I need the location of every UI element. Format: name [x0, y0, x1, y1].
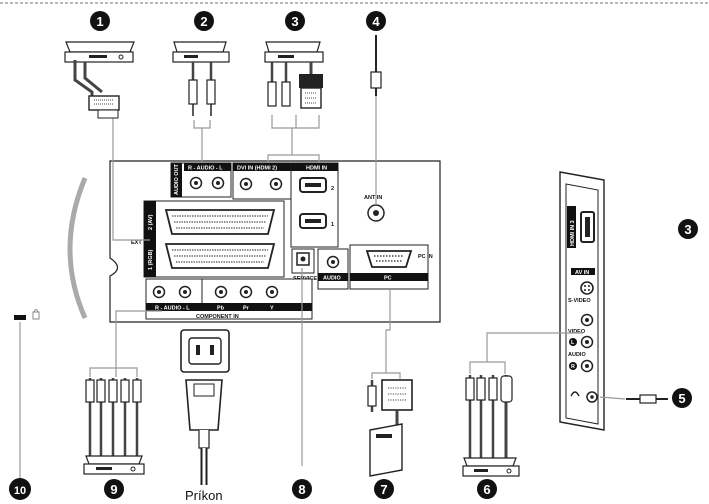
- callout-10-text: 10: [14, 485, 26, 497]
- callout-3-side: 3: [678, 219, 698, 239]
- side-audio-l-label: L: [571, 340, 575, 346]
- ext-scart-block: 2 (AV) 1 (RGB) EXT: [131, 200, 285, 278]
- y-label: Y: [270, 306, 274, 312]
- callout-4-text: 4: [372, 14, 380, 29]
- scart-plug: [88, 95, 120, 111]
- video-label: VIDEO: [568, 329, 586, 335]
- callout-8-text: 8: [298, 482, 305, 497]
- device-2-audio: [172, 41, 230, 116]
- pc-d-sub-port[interactable]: [365, 250, 413, 268]
- ext1-label: 1 (RGB): [148, 249, 154, 270]
- device-7-pc: [367, 379, 413, 477]
- callout-6-text: 6: [483, 482, 490, 497]
- device-9-component: [83, 378, 145, 475]
- dvi-in-label: DVI IN (HDMI 2): [237, 166, 277, 172]
- pc-tower: [369, 423, 403, 477]
- rca-plug-r: [206, 79, 216, 105]
- headphone-cable: [626, 394, 668, 404]
- headphone-icon: [570, 391, 580, 397]
- pb-label: Pb: [217, 306, 225, 312]
- callout-5-text: 5: [678, 391, 685, 406]
- device-1-scart: [64, 41, 135, 119]
- audio-rl-label: R - AUDIO - L: [188, 166, 223, 172]
- tv-side-curve: [67, 177, 88, 320]
- device-3-dvi: [264, 41, 324, 109]
- hdmi-2-label: 2: [331, 186, 334, 192]
- pr-label: Pr: [243, 306, 250, 312]
- callout-2: 2: [194, 11, 214, 31]
- connection-lines: [89, 95, 626, 466]
- component-in-block: R - AUDIO - L Pb Pr Y COMPONENT IN: [145, 278, 313, 320]
- component-audio-label: R - AUDIO - L: [155, 306, 190, 312]
- audio-out-block: AUDIO OUT R - AUDIO - L: [170, 162, 232, 198]
- callout-9: 9: [104, 479, 124, 499]
- side-audio-label: AUDIO: [568, 352, 586, 358]
- d-sub-plug: [381, 379, 413, 411]
- side-panel: HDMI IN 3 AV IN S-VIDEO VIDEO L AUDIO R: [559, 171, 605, 431]
- callout-6: 6: [477, 479, 497, 499]
- side-hdmi-label: HDMI IN 3: [570, 220, 576, 246]
- dvi-audio-block: DVI IN (HDMI 2): [232, 162, 292, 200]
- callout-3-text: 3: [291, 14, 298, 29]
- pc-in-label: PC IN: [418, 254, 433, 260]
- device-4-antenna: [370, 35, 382, 96]
- callout-3: 3: [285, 11, 305, 31]
- callout-4: 4: [366, 11, 386, 31]
- device-6-av: [462, 375, 520, 477]
- hdmi-in-label: HDMI IN: [306, 166, 327, 172]
- hdmi-block: HDMI IN 2 1: [290, 162, 339, 248]
- callout-3-side-text: 3: [684, 222, 691, 237]
- pc-label: PC: [384, 276, 392, 282]
- audio-out-label: AUDIO OUT: [174, 164, 180, 196]
- callout-9-text: 9: [110, 482, 117, 497]
- power-connector: [180, 329, 230, 485]
- callout-5: 5: [672, 388, 692, 408]
- pc-block: PC PC IN: [349, 244, 433, 290]
- ext-label: EXT: [131, 240, 142, 246]
- s-video-label: S-VIDEO: [568, 298, 591, 304]
- callout-7: 7: [374, 479, 394, 499]
- audio-label: AUDIO: [323, 276, 341, 282]
- kensington-lock: [14, 309, 40, 478]
- side-audio-r-label: R: [571, 364, 575, 370]
- callout-1-text: 1: [96, 14, 103, 29]
- scart-cable: [73, 60, 94, 97]
- ant-in-label: ANT IN: [364, 195, 382, 201]
- callout-7-text: 7: [380, 482, 387, 497]
- callout-8: 8: [292, 479, 312, 499]
- coax-plug: [370, 71, 382, 89]
- av-in-label: AV IN: [575, 270, 589, 276]
- component-in-label: COMPONENT IN: [196, 314, 239, 320]
- hdmi-1-label: 1: [331, 222, 334, 228]
- ext2-label: 2 (AV): [148, 214, 154, 230]
- callout-10: 10: [9, 478, 31, 500]
- power-caption: Príkon: [185, 488, 223, 503]
- rca-plug-l: [188, 79, 198, 105]
- callout-1: 1: [90, 11, 110, 31]
- callout-2-text: 2: [200, 14, 207, 29]
- s-video-jack[interactable]: [580, 281, 594, 295]
